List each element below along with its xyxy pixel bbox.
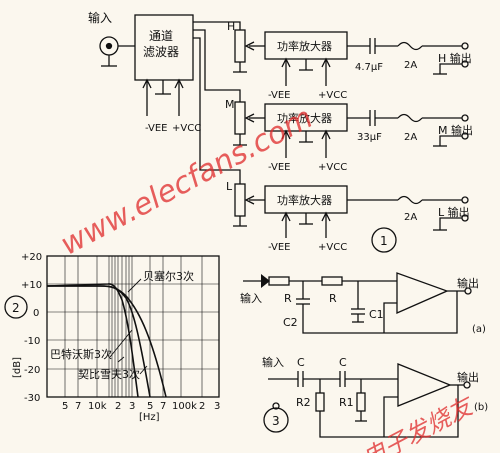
pot-l [234,183,246,217]
b-input-label: 输入 [262,355,284,369]
cap-m-label: 33μF [357,132,382,143]
y-tick-1: +10 [21,280,42,291]
resistor-b-r2 [315,392,325,412]
resistor-a-r1 [268,276,290,286]
x-tick-0: 5 [62,401,68,412]
x-tick-9: 3 [214,401,220,412]
y-tick-3: -10 [24,336,40,347]
filter-label-line1: 通道 [149,29,173,43]
x-unit-label: [Hz] [139,412,160,423]
watermark-chinese: 电子发烧友 [358,391,480,453]
response-plot-frame [46,255,220,398]
filter-label-line2: 滤波器 [143,45,179,59]
a-r2-label: R [329,292,337,305]
pot-h-label: H [227,20,235,33]
x-tick-5: 5 [147,401,153,412]
filter-vee-label: -VEE [145,123,168,134]
a-output-label: 输出 [457,276,479,290]
butterworth-label: 巴特沃斯3次 [50,347,112,361]
pot-h [234,29,246,63]
x-tick-8: 2 [199,401,205,412]
y-tick-5: -30 [24,393,40,404]
out-m-label: M 输出 [438,123,473,137]
figure-1-circle [371,227,397,253]
pot-l-label: L [226,180,233,193]
x-tick-1: 7 [75,401,81,412]
amp-l-vcc: +VCC [318,242,347,253]
chebyshev-label: 契比雪夫3次 [78,367,140,381]
y-tick-4: -20 [24,365,40,376]
curve-chebyshev [46,283,139,398]
x-tick-6: 7 [160,401,166,412]
pot-m [234,101,246,135]
filter-vcc-label: +VCC [172,123,201,134]
figure-1-number: 1 [380,234,388,248]
fuse-h-label: 2A [404,60,417,71]
x-tick-4: 3 [129,401,135,412]
figure-2-circle [4,295,28,319]
channel-filter-box [134,14,194,81]
out-l-label: L 输出 [438,205,470,219]
amp-l-vee: -VEE [268,242,291,253]
out-h-label: H 输出 [438,51,472,65]
amp-m-vee: -VEE [268,162,291,173]
b-output-label: 输出 [457,370,479,384]
b-r1-label: R1 [339,396,354,409]
b-c1-label: C [297,356,305,369]
op-amp-a [396,272,449,314]
amp-m-label: 功率放大器 [277,111,332,125]
resistor-b-r1 [356,392,366,412]
amp-h-vcc: +VCC [318,90,347,101]
a-input-label: 输入 [240,291,262,305]
cap-h-label: 4.7μF [355,62,383,73]
fuse-l-label: 2A [404,212,417,223]
amp-m-vcc: +VCC [318,162,347,173]
b-tag-label: (b) [474,402,488,413]
fuse-m-label: 2A [404,132,417,143]
bessel-label: 贝塞尔3次 [143,269,194,283]
a-tag-label: (a) [472,324,486,335]
y-tick-2: 0 [33,308,39,319]
figure-3-circle [263,407,289,433]
amp-h-vee: -VEE [268,90,291,101]
a-r1-label: R [284,292,292,305]
amp-h-label: 功率放大器 [277,39,332,53]
b-r2-label: R2 [296,396,311,409]
amp-l-label: 功率放大器 [277,193,332,207]
op-amp-b [397,363,452,407]
curve-butterworth [47,285,151,398]
x-tick-3: 2 [115,401,121,412]
figure-2-number: 2 [12,301,20,315]
b-c2-label: C [339,356,347,369]
pot-m-label: M [225,98,235,111]
x-tick-2: 10k [88,401,107,412]
resistor-a-r2 [321,276,343,286]
a-c1-label: C1 [369,308,384,321]
y-tick-0: +20 [21,252,42,263]
input-label: 输入 [88,10,112,25]
x-tick-7: 100k [172,401,197,412]
a-c2-label: C2 [283,316,298,329]
y-unit-label: [dB] [12,357,23,378]
figure-3-number: 3 [272,414,280,428]
